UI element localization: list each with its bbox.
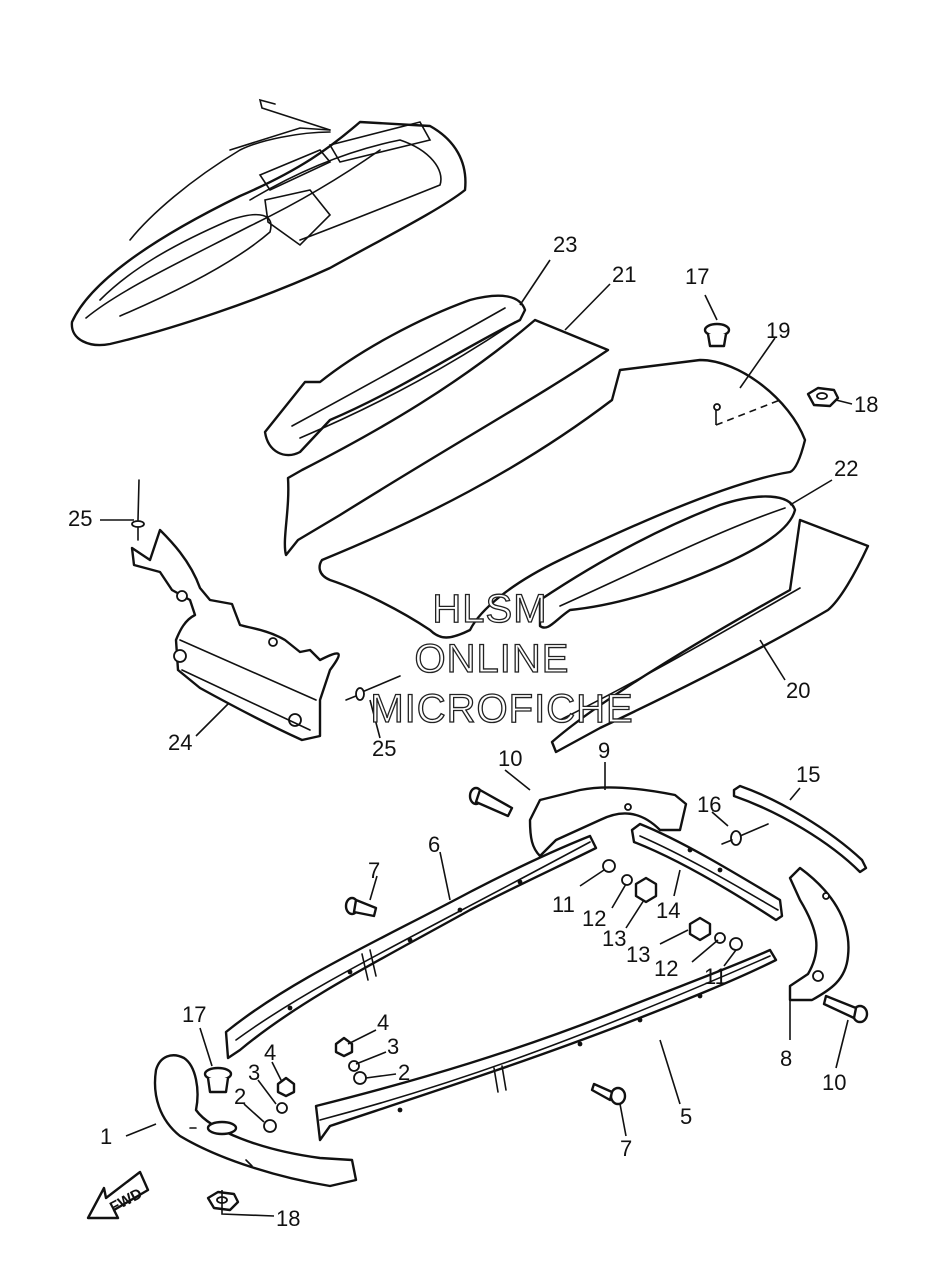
mat-21 bbox=[283, 318, 610, 557]
rivet-16 bbox=[721, 823, 769, 846]
callout-14: 14 bbox=[656, 898, 680, 923]
callout-1: 1 bbox=[100, 1124, 112, 1149]
callout-12-bottom: 12 bbox=[654, 956, 678, 981]
callout-19: 19 bbox=[766, 318, 790, 343]
callout-25-top: 25 bbox=[68, 506, 92, 531]
nut-18-top bbox=[806, 386, 840, 408]
callout-2-left: 2 bbox=[234, 1084, 246, 1109]
callout-18-top: 18 bbox=[854, 392, 878, 417]
callout-3-right: 3 bbox=[387, 1034, 399, 1059]
callout-10-bottom: 10 bbox=[822, 1070, 846, 1095]
callout-11-bottom: 11 bbox=[704, 964, 727, 989]
rail-5 bbox=[314, 948, 778, 1142]
bracket-9 bbox=[528, 786, 688, 858]
callout-7-bottom: 7 bbox=[620, 1136, 632, 1161]
watermark: HLSM ONLINE MICROFICHE bbox=[370, 586, 634, 731]
strip-15 bbox=[732, 784, 868, 874]
watermark-line-2: ONLINE bbox=[415, 637, 570, 681]
rail-14 bbox=[630, 822, 784, 922]
bolt-10-lower bbox=[822, 994, 869, 1024]
callout-22: 22 bbox=[834, 456, 858, 481]
bolt-7-lower bbox=[590, 1082, 627, 1106]
callout-23: 23 bbox=[553, 232, 577, 257]
callout-13-top: 13 bbox=[602, 926, 626, 951]
deck-mat-stipple bbox=[258, 121, 432, 247]
callout-10-top: 10 bbox=[498, 746, 522, 771]
callout-labels: 23 21 17 19 18 22 20 25 24 25 10 9 15 16… bbox=[68, 232, 878, 1231]
callout-4-right: 4 bbox=[377, 1010, 389, 1035]
watermark-line-3: MICROFICHE bbox=[370, 687, 633, 731]
callout-4-left: 4 bbox=[264, 1040, 276, 1065]
callout-17-top: 17 bbox=[685, 264, 709, 289]
callout-21: 21 bbox=[612, 262, 636, 287]
bracket-24 bbox=[130, 528, 340, 742]
callout-20: 20 bbox=[786, 678, 810, 703]
bolt-7-upper bbox=[344, 896, 378, 918]
callout-24: 24 bbox=[168, 730, 192, 755]
callout-17-bottom: 17 bbox=[182, 1002, 206, 1027]
callout-3-left: 3 bbox=[248, 1060, 260, 1085]
callout-25-bottom: 25 bbox=[372, 736, 396, 761]
bumper-1 bbox=[153, 1054, 358, 1188]
mat-22 bbox=[538, 495, 797, 629]
nut-18-bottom bbox=[206, 1190, 240, 1212]
rivet-25-bottom bbox=[345, 675, 401, 701]
mat-19 bbox=[318, 358, 807, 639]
callout-9: 9 bbox=[598, 738, 610, 763]
callout-7-top: 7 bbox=[368, 858, 380, 883]
grommet-17-bottom bbox=[203, 1066, 233, 1094]
rivet-25-top bbox=[131, 479, 145, 541]
watercraft-overview bbox=[70, 98, 467, 347]
callout-18-bottom: 18 bbox=[276, 1206, 300, 1231]
rail-6 bbox=[224, 834, 598, 1060]
bolt-10-upper bbox=[468, 786, 514, 818]
callout-2-right: 2 bbox=[398, 1060, 410, 1085]
callout-8: 8 bbox=[780, 1046, 792, 1071]
callout-13-bottom: 13 bbox=[626, 942, 650, 967]
callout-15: 15 bbox=[796, 762, 820, 787]
mat-23 bbox=[263, 294, 527, 457]
watermark-line-1: HLSM bbox=[432, 587, 547, 631]
callout-6: 6 bbox=[428, 832, 440, 857]
leader-lines bbox=[100, 259, 853, 1217]
callout-11-top: 11 bbox=[552, 892, 575, 917]
bracket-8 bbox=[788, 866, 850, 1002]
callout-16: 16 bbox=[697, 792, 721, 817]
grommet-17-top bbox=[703, 322, 731, 411]
mat-20 bbox=[550, 518, 870, 754]
fwd-arrow: FWD bbox=[86, 1170, 150, 1220]
callout-5: 5 bbox=[680, 1104, 692, 1129]
callout-12-top: 12 bbox=[582, 906, 606, 931]
